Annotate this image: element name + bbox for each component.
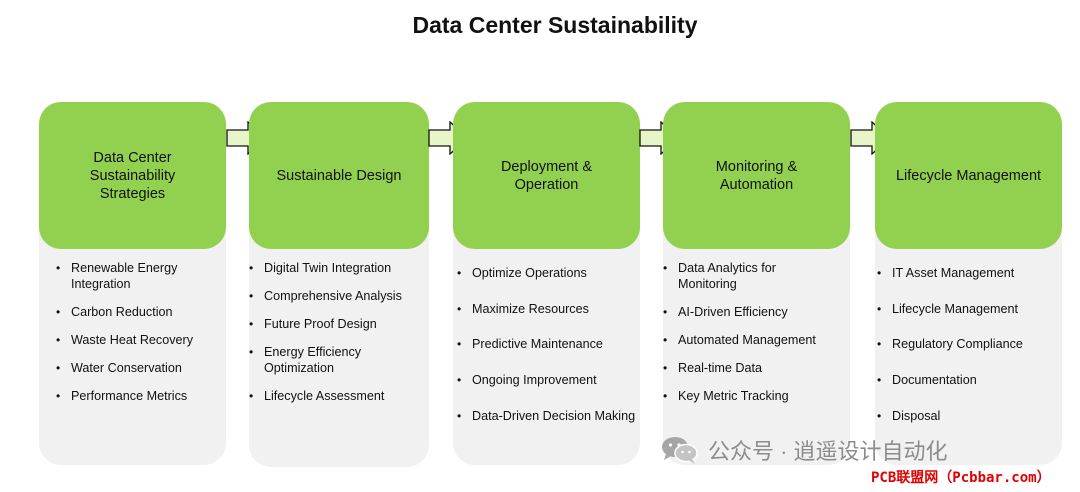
stage-item-list: Renewable Energy Integration Carbon Redu… [39, 260, 226, 404]
list-item: Digital Twin Integration [249, 260, 429, 276]
stage-heading: Sustainable Design [249, 102, 429, 249]
list-item: Optimize Operations [457, 265, 640, 281]
stage-heading-line: Automation [719, 176, 794, 193]
list-item: Future Proof Design [249, 316, 429, 332]
list-item: Performance Metrics [56, 388, 226, 404]
list-item: Predictive Maintenance [457, 336, 640, 352]
list-item: Key Metric Tracking [663, 388, 850, 404]
stage-heading-line: Deployment & [500, 158, 593, 175]
stage-heading: Deployment & Operation [453, 102, 640, 249]
list-item: Documentation [877, 372, 1062, 388]
stage-heading-line: Monitoring & [715, 158, 798, 175]
list-item: Automated Management [663, 332, 850, 348]
list-item: Regulatory Compliance [877, 336, 1062, 352]
list-item: Data Analytics for Monitoring [663, 260, 808, 292]
list-item: Real-time Data [663, 360, 850, 376]
stage-heading-line: Data Center [93, 149, 172, 166]
watermark-text: 公众号 · 逍遥设计自动化 [708, 439, 948, 464]
wechat-watermark: 公众号 · 逍遥设计自动化 [660, 432, 1060, 468]
stage-item-list: IT Asset Management Lifecycle Management… [875, 265, 1062, 424]
list-item: Waste Heat Recovery [56, 332, 226, 348]
list-item: Water Conservation [56, 360, 226, 376]
stage-heading: Monitoring & Automation [663, 102, 850, 249]
stage-heading-line: Operation [514, 176, 579, 193]
list-item: AI-Driven Efficiency [663, 304, 850, 320]
list-item: Energy Efficiency Optimization [249, 344, 374, 376]
stage-item-list: Digital Twin Integration Comprehensive A… [249, 260, 429, 404]
list-item: Renewable Energy Integration [56, 260, 191, 292]
page-title: Data Center Sustainability [412, 12, 698, 38]
list-item: Comprehensive Analysis [249, 288, 429, 304]
list-item: IT Asset Management [877, 265, 1062, 281]
stage-heading-line: Sustainable Design [276, 167, 402, 184]
stage-heading: Lifecycle Management [875, 102, 1062, 249]
list-item: Data-Driven Decision Making [457, 408, 640, 424]
stage-item-list: Optimize Operations Maximize Resources P… [453, 265, 640, 424]
list-item: Lifecycle Assessment [249, 388, 429, 404]
list-item: Disposal [877, 408, 1062, 424]
list-item: Lifecycle Management [877, 301, 1062, 317]
list-item: Maximize Resources [457, 301, 640, 317]
stage-heading-line: Lifecycle Management [895, 167, 1042, 184]
list-item: Ongoing Improvement [457, 372, 640, 388]
stage-heading-line: Sustainability Strategies [89, 167, 176, 202]
stage-item-list: Data Analytics for Monitoring AI-Driven … [663, 260, 850, 404]
stage-heading: Data Center Sustainability Strategies [39, 102, 226, 249]
footer-credit: PCB联盟网（Pcbbar.com） [871, 470, 1051, 486]
list-item: Carbon Reduction [56, 304, 226, 320]
wechat-icon [662, 437, 698, 464]
